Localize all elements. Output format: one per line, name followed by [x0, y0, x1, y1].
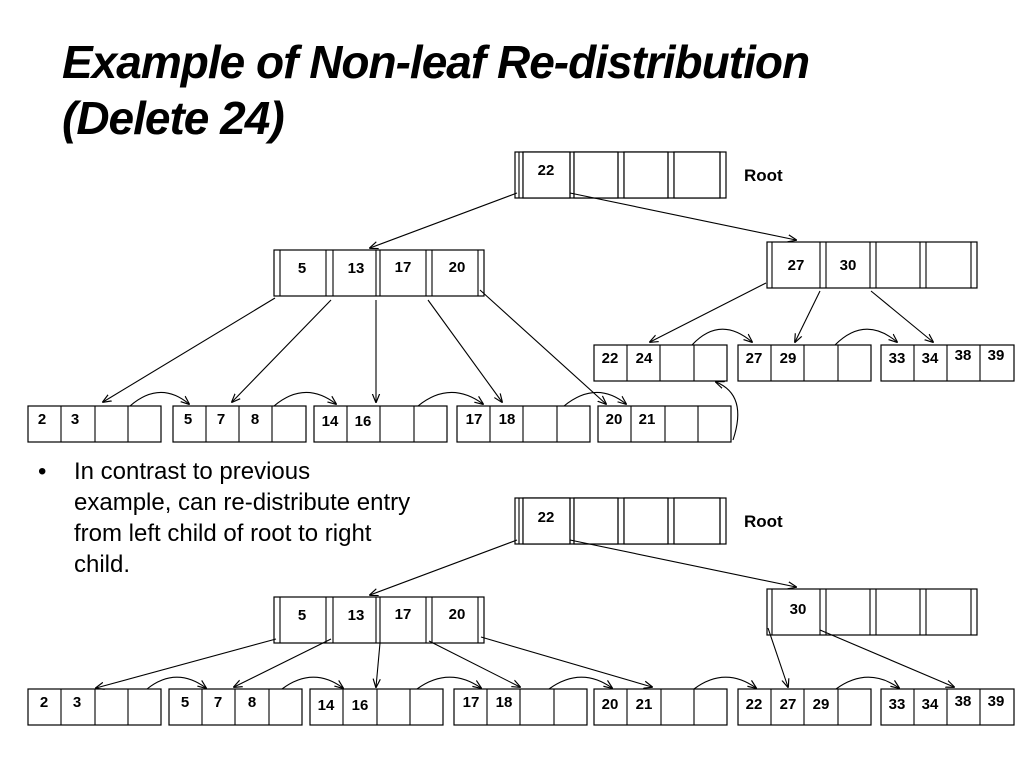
top-leaf-8-key-3: 38	[955, 347, 972, 364]
top-leaf-7-key-2: 29	[780, 350, 797, 367]
top-leaf-8: 33 34 38 39	[880, 344, 1015, 382]
top-leaf-8-key-2: 34	[922, 350, 939, 367]
bottom-tree: 22 Root 5 13 17 20 30 2	[27, 497, 1015, 726]
top-leaf-1-key-1: 2	[38, 411, 46, 428]
bottom-leaf-6-key-3: 29	[813, 696, 830, 713]
bullet-symbol: •	[38, 458, 47, 485]
bottom-root-key-1: 22	[538, 509, 555, 526]
bottom-leaf-5-key-2: 21	[636, 696, 653, 713]
top-leaf-4-key-1: 17	[466, 411, 483, 428]
top-leaf-4: 17 18	[456, 405, 591, 443]
top-leaf-2-key-2: 7	[217, 411, 225, 428]
bottom-left-inner-node: 5 13 17 20	[273, 596, 485, 644]
slide-title-line2: (Delete 24)	[62, 92, 285, 144]
bottom-leaf-7-key-3: 38	[955, 693, 972, 710]
top-tree: 22 Root 5 13 17 20 27 30	[27, 151, 1015, 443]
top-leaf-5: 20 21	[597, 405, 732, 443]
bottom-leaf-4-key-2: 18	[496, 694, 513, 711]
top-leaf-2-key-3: 8	[251, 411, 259, 428]
bottom-leaf-6-key-1: 22	[746, 696, 763, 713]
top-root-label: Root	[744, 166, 783, 185]
bottom-tree-pointers	[96, 539, 954, 689]
bottom-leaf-4: 17 18	[453, 688, 588, 726]
bottom-left-inner-key-2: 13	[348, 607, 365, 624]
bottom-left-inner-key-3: 17	[395, 606, 412, 623]
top-leaf-2: 5 7 8	[172, 405, 307, 443]
bottom-leaf-7-key-4: 39	[988, 693, 1005, 710]
bottom-leaf-6-key-2: 27	[780, 696, 797, 713]
bottom-left-inner-key-1: 5	[298, 607, 306, 624]
top-left-inner-node: 5 13 17 20	[273, 249, 485, 297]
top-left-inner-key-1: 5	[298, 260, 306, 277]
bottom-leaf-5: 20 21	[593, 688, 728, 726]
top-leaf-6-key-2: 24	[636, 350, 653, 367]
top-leaf-1: 2 3	[27, 405, 162, 443]
bottom-leaf-2: 5 7 8	[168, 688, 303, 726]
top-leaf-7-key-1: 27	[746, 350, 763, 367]
top-root-node: 22	[514, 151, 727, 199]
bottom-leaf-5-key-1: 20	[602, 696, 619, 713]
top-left-inner-key-2: 13	[348, 260, 365, 277]
bottom-leaf-3: 14 16	[309, 688, 444, 726]
bottom-leaf-7: 33 34 38 39	[880, 688, 1015, 726]
top-leaf-4-key-2: 18	[499, 411, 516, 428]
bottom-leaf-1-key-2: 3	[73, 694, 81, 711]
top-leaf-3: 14 16	[313, 405, 448, 443]
bottom-leaf-4-key-1: 17	[463, 694, 480, 711]
top-right-inner-key-2: 30	[840, 257, 857, 274]
top-right-inner-node: 27 30	[766, 241, 978, 289]
top-root-key-1: 22	[538, 162, 555, 179]
top-leaf-1-key-2: 3	[71, 411, 79, 428]
top-leaf-7: 27 29	[737, 344, 872, 382]
slide-title-line1: Example of Non-leaf Re-distribution	[62, 36, 810, 88]
bottom-leaf-1: 2 3	[27, 688, 162, 726]
top-leaf-8-key-1: 33	[889, 350, 906, 367]
bottom-leaf-7-key-1: 33	[889, 696, 906, 713]
top-leaf-5-key-2: 21	[639, 411, 656, 428]
bottom-leaf-7-key-2: 34	[922, 696, 939, 713]
top-leaf-2-key-1: 5	[184, 411, 192, 428]
slide-title: Example of Non-leaf Re-distribution (Del…	[62, 34, 810, 146]
bottom-leaf-1-key-1: 2	[40, 694, 48, 711]
top-leaf-6-key-1: 22	[602, 350, 619, 367]
top-left-inner-key-4: 20	[449, 259, 466, 276]
bottom-root-label: Root	[744, 512, 783, 531]
top-leaf-8-key-4: 39	[988, 347, 1005, 364]
bottom-leaf-3-key-1: 14	[318, 697, 335, 714]
top-leaf-6: 22 24	[593, 344, 728, 382]
bullet-text: In contrast to previous example, can re-…	[74, 458, 411, 578]
bottom-leaf-6: 22 27 29	[737, 688, 872, 726]
bottom-leaf-2-key-2: 7	[214, 694, 222, 711]
bottom-leaf-3-key-2: 16	[352, 697, 369, 714]
bottom-left-inner-key-4: 20	[449, 606, 466, 623]
top-right-inner-key-1: 27	[788, 257, 805, 274]
bottom-leaf-2-key-3: 8	[248, 694, 256, 711]
top-left-inner-key-3: 17	[395, 259, 412, 276]
bottom-right-inner-node: 30	[766, 588, 978, 636]
bottom-leaf-2-key-1: 5	[181, 694, 189, 711]
bottom-root-node: 22	[514, 497, 727, 545]
bottom-right-inner-key-1: 30	[790, 601, 807, 618]
top-leaf-3-key-2: 16	[355, 413, 372, 430]
top-tree-pointers	[103, 192, 933, 441]
top-leaf-5-key-1: 20	[606, 411, 623, 428]
top-leaf-3-key-1: 14	[322, 413, 339, 430]
